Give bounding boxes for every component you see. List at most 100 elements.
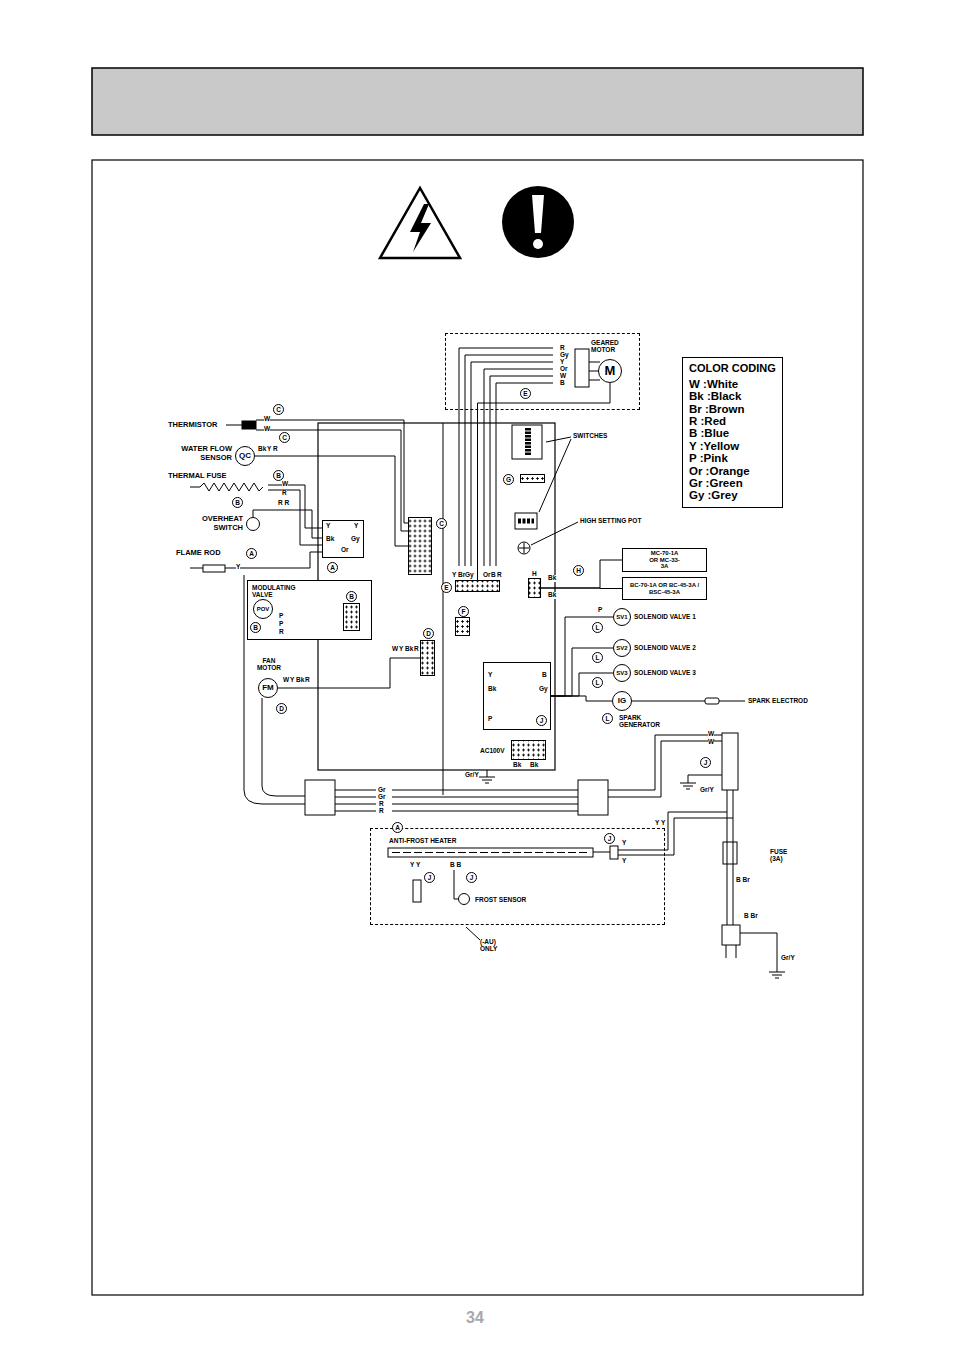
wire-label: SPARK ELECTROD xyxy=(748,698,808,705)
wire-label: W xyxy=(708,731,714,738)
wire xyxy=(443,423,444,795)
wire xyxy=(226,425,242,426)
wire-label: Gr xyxy=(378,787,386,794)
node-heading: GEARED MOTOR xyxy=(591,339,637,354)
legend-row: Or :Orange xyxy=(689,465,776,477)
node-text: BC-70-1A OR BC-45-3A / BSC-45-3A xyxy=(628,582,702,595)
wire-label: Gr/Y xyxy=(781,955,795,962)
heater-element xyxy=(388,848,593,857)
node-heading: H xyxy=(532,570,537,577)
caution-circle xyxy=(502,186,574,258)
wire-label: Bk xyxy=(326,536,334,543)
legend-entry: Br :Brown xyxy=(689,403,776,415)
valve-coil-symbol: POV xyxy=(253,599,273,619)
circled-letter: E xyxy=(520,388,531,399)
circled-letter: B xyxy=(250,622,261,633)
frost-sensor-symbol: FROST SENSOR xyxy=(458,893,470,905)
node-text: SV1 xyxy=(616,614,627,621)
leader-line xyxy=(531,522,578,545)
node-heading: FROST SENSOR xyxy=(475,896,526,903)
wire xyxy=(608,735,722,790)
wire xyxy=(256,420,408,523)
circled-letter: C xyxy=(273,404,284,415)
controller-box: MC-70-1A OR MC-33-3A xyxy=(622,548,707,572)
wire-label: R xyxy=(273,446,278,453)
wire-label: Gy xyxy=(539,686,548,693)
wire-label: Y xyxy=(399,646,403,653)
wire-label: R xyxy=(497,572,502,579)
connector: D xyxy=(420,640,435,676)
legend-box: COLOR CODINGW :WhiteBk :BlackBr :BrownR … xyxy=(682,357,783,508)
frost-kit-box: ANTI-FROST HEATERFROST SENSOR xyxy=(370,828,665,925)
wire-label: Y xyxy=(326,523,330,530)
page-frame xyxy=(92,160,863,1295)
heater-connector xyxy=(610,846,618,859)
wire-label: FUSE (3A) xyxy=(770,848,792,862)
wire-label: R xyxy=(379,808,384,815)
potentiometer-mark xyxy=(519,543,529,553)
legend-row: B :Blue xyxy=(689,427,776,439)
wire-label: R xyxy=(305,677,310,684)
wire-harness xyxy=(335,790,578,811)
connector-letter: J xyxy=(536,715,547,726)
wire-label: SWITCHES xyxy=(573,433,607,440)
node-heading: FAN MOTOR xyxy=(253,657,285,672)
wire xyxy=(471,362,553,566)
circled-letter: J xyxy=(700,757,711,768)
wire xyxy=(551,673,613,696)
wire xyxy=(278,658,420,688)
lightning-bolt xyxy=(410,204,431,252)
exclamation-dot xyxy=(533,239,543,249)
wire-label: Bk xyxy=(530,762,538,769)
connector: H xyxy=(528,578,541,598)
heater-coil xyxy=(392,852,589,853)
harness-connector xyxy=(305,780,335,815)
wire xyxy=(190,568,203,569)
wire-label: W xyxy=(282,481,288,488)
wire-label: R xyxy=(560,345,565,352)
wire-label: R xyxy=(414,646,419,653)
connector: F xyxy=(455,617,470,636)
circled-letter: J xyxy=(604,833,615,844)
geared-motor-box: GEARED MOTOR M xyxy=(445,333,640,410)
legend-entry: Gr :Green xyxy=(689,477,776,489)
wire-label: Or xyxy=(341,547,349,554)
legend-entry: B :Blue xyxy=(689,427,776,439)
wire xyxy=(541,588,622,590)
node-heading: AC100V xyxy=(480,747,505,754)
circled-letter: C xyxy=(279,432,290,443)
wire xyxy=(253,510,322,538)
wire-label: W xyxy=(392,646,398,653)
part-name: FLAME ROD xyxy=(176,549,221,557)
terminal-block xyxy=(722,733,738,790)
wire-label: B Br xyxy=(736,877,750,884)
wire-label: P xyxy=(598,607,602,614)
warning-triangle xyxy=(380,188,460,258)
node-text: M xyxy=(605,364,616,378)
relay-block: J xyxy=(483,662,551,730)
plug-symbol xyxy=(722,925,740,945)
part-name: THERMISTOR xyxy=(168,421,217,429)
wire-label: Y xyxy=(354,523,358,530)
spark-electrode xyxy=(705,698,719,704)
wire xyxy=(268,485,322,528)
wire-label: Bk xyxy=(296,677,304,684)
page-number: 34 xyxy=(466,1310,484,1326)
wire-label: Y xyxy=(452,572,456,579)
harness-connector xyxy=(578,780,608,815)
controller-box: BC-70-1A OR BC-45-3A / BSC-45-3A xyxy=(622,577,707,600)
motor-connector xyxy=(575,349,589,387)
wire-label: (-AU) ONLY xyxy=(480,938,504,952)
connector-letter: B xyxy=(346,591,357,602)
motor-symbol: M xyxy=(598,359,622,383)
node-text: SV2 xyxy=(616,645,627,652)
legend-entry: Y :Yellow xyxy=(689,440,776,452)
dip-switch xyxy=(512,425,542,459)
wire-label: R xyxy=(282,490,287,497)
wire-label: Y xyxy=(290,677,294,684)
dip-switch xyxy=(515,513,537,529)
wire-label: B xyxy=(542,672,547,679)
circled-letter: J xyxy=(466,872,477,883)
legend-row: Bk :Black xyxy=(689,390,776,402)
wire-label: Bk xyxy=(405,646,413,653)
